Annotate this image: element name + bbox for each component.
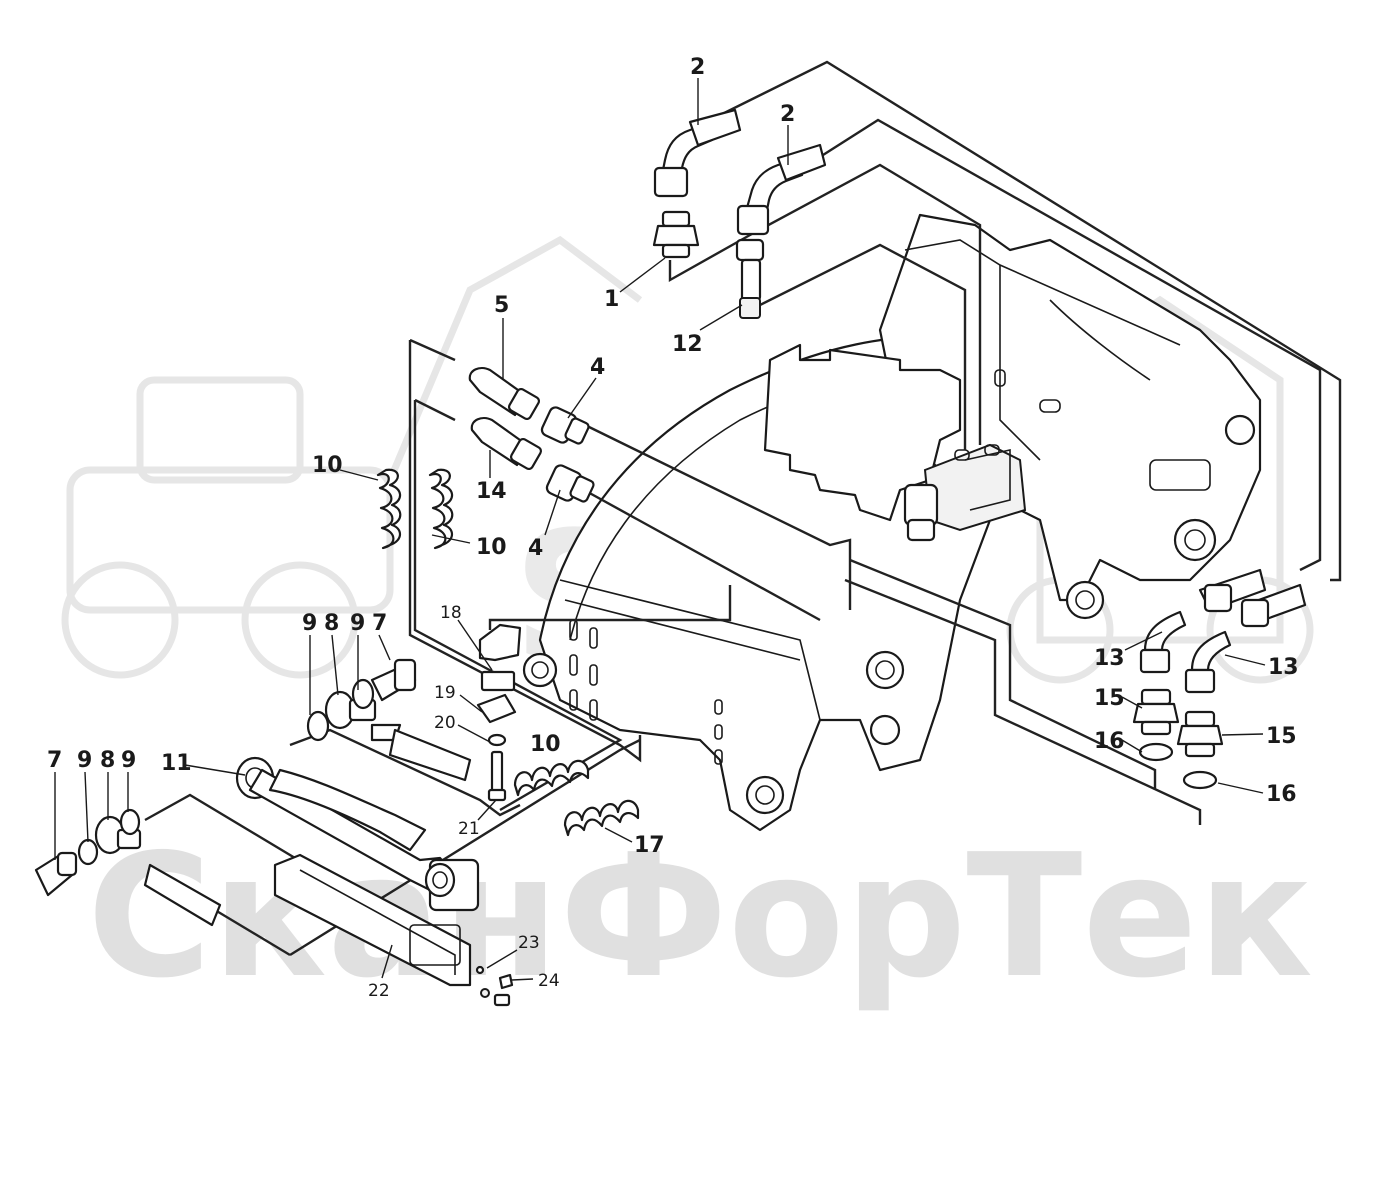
callout-20: 20 bbox=[434, 713, 456, 733]
callout-13-left: 13 bbox=[1094, 646, 1125, 671]
hose-clip-left bbox=[376, 468, 402, 550]
callout-9-a: 9 bbox=[302, 611, 317, 636]
banjo-fitting-upper bbox=[306, 658, 472, 782]
long-fitting bbox=[735, 238, 765, 319]
frame-assembly bbox=[522, 213, 1262, 832]
callout-10-left: 10 bbox=[312, 453, 343, 478]
hydraulic-cylinder bbox=[235, 756, 480, 912]
callout-8-b: 8 bbox=[100, 748, 115, 773]
callout-12: 12 bbox=[672, 332, 703, 357]
callout-15-left: 15 bbox=[1094, 686, 1125, 711]
frame-slots bbox=[569, 619, 723, 765]
callout-4-lower: 4 bbox=[528, 536, 543, 561]
elbow-fitting-left bbox=[1139, 610, 1187, 674]
callout-19: 19 bbox=[434, 683, 456, 703]
callout-23: 23 bbox=[518, 933, 540, 953]
callout-17: 17 bbox=[634, 833, 665, 858]
callout-14: 14 bbox=[476, 479, 507, 504]
cylinder-guard bbox=[273, 853, 514, 1007]
callout-4-upper: 4 bbox=[590, 355, 605, 380]
right-hose-ends bbox=[1198, 568, 1307, 628]
union-fitting-right bbox=[1176, 710, 1224, 790]
coupler-upper bbox=[540, 406, 590, 445]
leader-lines bbox=[54, 78, 1266, 981]
callout-18: 18 bbox=[440, 603, 462, 623]
hose-elbow-right bbox=[736, 143, 827, 236]
callout-5: 5 bbox=[494, 293, 509, 318]
callout-22: 22 bbox=[368, 981, 390, 1001]
callout-7-b: 7 bbox=[47, 748, 62, 773]
clamp-bracket bbox=[476, 623, 522, 802]
callout-labels: 2 2 1 12 5 4 14 4 10 10 18 19 20 10 21 9… bbox=[47, 55, 1299, 1001]
hose-clip-right bbox=[428, 468, 454, 550]
control-valve bbox=[903, 443, 1027, 542]
callout-15-right: 15 bbox=[1266, 724, 1297, 749]
callout-9-c: 9 bbox=[77, 748, 92, 773]
callout-16-right: 16 bbox=[1266, 782, 1297, 807]
callout-2-left: 2 bbox=[690, 55, 705, 80]
callout-24: 24 bbox=[538, 971, 560, 991]
callout-2-right: 2 bbox=[780, 102, 795, 127]
hose-clip-mid bbox=[513, 759, 590, 797]
union-fitting-left bbox=[1132, 688, 1180, 762]
adapter-fitting bbox=[652, 210, 700, 259]
callout-9-b: 9 bbox=[350, 611, 365, 636]
callout-9-d: 9 bbox=[121, 748, 136, 773]
banjo-fitting-lower bbox=[34, 808, 222, 927]
callout-21: 21 bbox=[458, 819, 480, 839]
callout-8-a: 8 bbox=[324, 611, 339, 636]
callout-10-right: 10 bbox=[476, 535, 507, 560]
hose-clip-17 bbox=[563, 799, 640, 837]
callout-16-left: 16 bbox=[1094, 729, 1125, 754]
elbow-fitting-right bbox=[1184, 630, 1232, 694]
hose-end-upper bbox=[468, 366, 541, 421]
callout-10-mid: 10 bbox=[530, 732, 561, 757]
callout-11: 11 bbox=[161, 751, 192, 776]
hose-elbow-left bbox=[653, 108, 742, 198]
callout-13-right: 13 bbox=[1268, 655, 1299, 680]
callout-1: 1 bbox=[604, 287, 619, 312]
watermark-brand: СканФорТек bbox=[87, 818, 1313, 1016]
hose-end-lower bbox=[470, 416, 543, 471]
callout-7-a: 7 bbox=[372, 611, 387, 636]
